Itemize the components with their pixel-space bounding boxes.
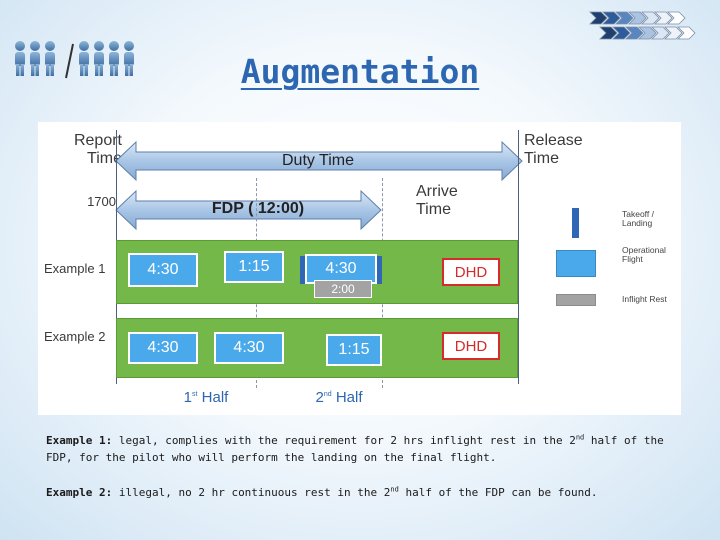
crew-people-icon (10, 40, 138, 80)
example1-inflight-rest: 2:00 (314, 280, 372, 298)
release-time-line (518, 130, 519, 384)
chevron-arrows-icon (588, 10, 710, 42)
note-example2: Example 2: illegal, no 2 hr continuous r… (46, 484, 691, 501)
legend-rest-label: Inflight Rest (622, 294, 667, 304)
second-half-word: Half (335, 389, 363, 406)
note-example1-text2: half of the FDP, for the pilot who will … (46, 434, 664, 465)
report-time-label: Report Time (73, 132, 122, 167)
arrive-time-label: Arrive Time (416, 183, 458, 218)
note-example2-sup: nd (390, 485, 399, 494)
second-half-label: 2nd Half (294, 389, 384, 407)
first-half-label: 1st Half (166, 389, 246, 407)
legend-operational-label: Operational Flight (622, 245, 666, 265)
time-arrows (115, 140, 523, 230)
duty-time-arrow (115, 140, 523, 182)
fdp-label: FDP ( 12:00) (211, 200, 305, 217)
example1-takeoff-bar (300, 256, 305, 284)
duty-time-label: Duty Time (281, 152, 354, 169)
legend-rest-swatch (556, 294, 596, 306)
note-example2-text2: half of the FDP can be found. (398, 486, 598, 499)
example1-flight-2: 1:15 (224, 251, 284, 283)
example2-dhd: DHD (442, 332, 500, 360)
example1-dhd: DHD (442, 258, 500, 286)
example1-label: Example 1 (44, 261, 106, 276)
example1-landing-bar (377, 256, 382, 284)
first-half-number: 1 (183, 389, 193, 406)
note-example2-text1: illegal, no 2 hr continuous rest in the … (112, 486, 391, 499)
legend-operational-swatch (556, 250, 596, 277)
example2-flight-1: 4:30 (128, 332, 198, 364)
example1-flight-1: 4:30 (128, 253, 198, 287)
release-time-label: Release Time (524, 132, 583, 167)
augmentation-diagram: Report Time Release Time 1700 Arrive Tim… (38, 122, 681, 415)
fdp-arrow (115, 189, 382, 230)
example2-flight-3: 1:15 (326, 334, 382, 366)
note-example2-label: Example 2: (46, 486, 113, 499)
second-half-suffix: nd (323, 391, 332, 398)
example2-label: Example 2 (44, 329, 106, 344)
note-example1-label: Example 1: (46, 434, 113, 447)
time-start-label: 1700 (87, 194, 116, 209)
legend-takeoff-swatch (572, 208, 579, 238)
note-example1: Example 1: legal, complies with the requ… (46, 432, 691, 466)
note-example1-text1: legal, complies with the requirement for… (112, 434, 576, 447)
example2-flight-2: 4:30 (214, 332, 284, 364)
second-half-number: 2 (315, 389, 324, 406)
first-half-suffix: st (192, 391, 198, 398)
note-example1-sup: nd (575, 433, 585, 442)
first-half-word: Half (201, 389, 229, 406)
page-title: Augmentation (240, 52, 480, 91)
legend-takeoff-label: Takeoff / Landing (622, 209, 654, 229)
